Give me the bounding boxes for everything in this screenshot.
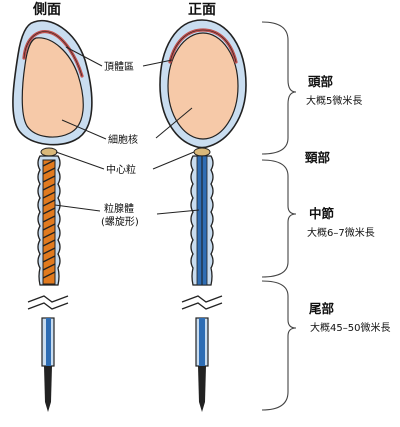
front-tail-end bbox=[198, 366, 206, 412]
midpiece-size-note: 大概6–7微米長 bbox=[307, 226, 375, 239]
side-view-sperm bbox=[12, 19, 93, 412]
tail-size-note: 大概45–50微米長 bbox=[310, 321, 390, 334]
front-view-title: 正面 bbox=[188, 2, 216, 18]
side-nucleus bbox=[21, 37, 84, 138]
side-tail-break bbox=[27, 295, 69, 310]
front-tail-break bbox=[181, 295, 223, 310]
centriole-label: 中心粒 bbox=[106, 163, 136, 176]
head-brace bbox=[261, 21, 297, 155]
nucleus-leader-side bbox=[61, 119, 107, 140]
tail-section-title: 尾部 bbox=[309, 301, 335, 316]
front-centriole bbox=[193, 147, 211, 157]
acrosome-label: 頂體區 bbox=[104, 61, 134, 73]
mitochondria-leader-front bbox=[156, 209, 200, 215]
nucleus-label: 細胞核 bbox=[108, 133, 138, 146]
mitochondria-leader-side bbox=[54, 204, 101, 212]
centriole-leader-side bbox=[55, 151, 105, 170]
acrosome-leader-side bbox=[65, 46, 103, 67]
side-centriole bbox=[40, 147, 58, 157]
tail-brace bbox=[261, 280, 297, 411]
centriole-leader-front bbox=[152, 151, 195, 170]
mitochondria-label: 粒腺體 bbox=[104, 202, 134, 215]
head-section-title: 頭部 bbox=[308, 74, 334, 89]
mitochondria-sublabel: (螺旋形) bbox=[101, 215, 139, 228]
head-size-note: 大概5微米長 bbox=[306, 94, 362, 107]
front-view-sperm bbox=[159, 19, 247, 412]
nucleus-leader-front bbox=[155, 107, 193, 139]
side-tail-end bbox=[44, 366, 52, 412]
front-nucleus bbox=[167, 32, 239, 140]
acrosome-leader-front bbox=[142, 59, 173, 67]
side-view-title: 側面 bbox=[32, 1, 61, 18]
midpiece-brace bbox=[261, 159, 297, 278]
neck-section-title: 頸部 bbox=[305, 150, 331, 165]
midpiece-section-title: 中節 bbox=[309, 206, 335, 221]
